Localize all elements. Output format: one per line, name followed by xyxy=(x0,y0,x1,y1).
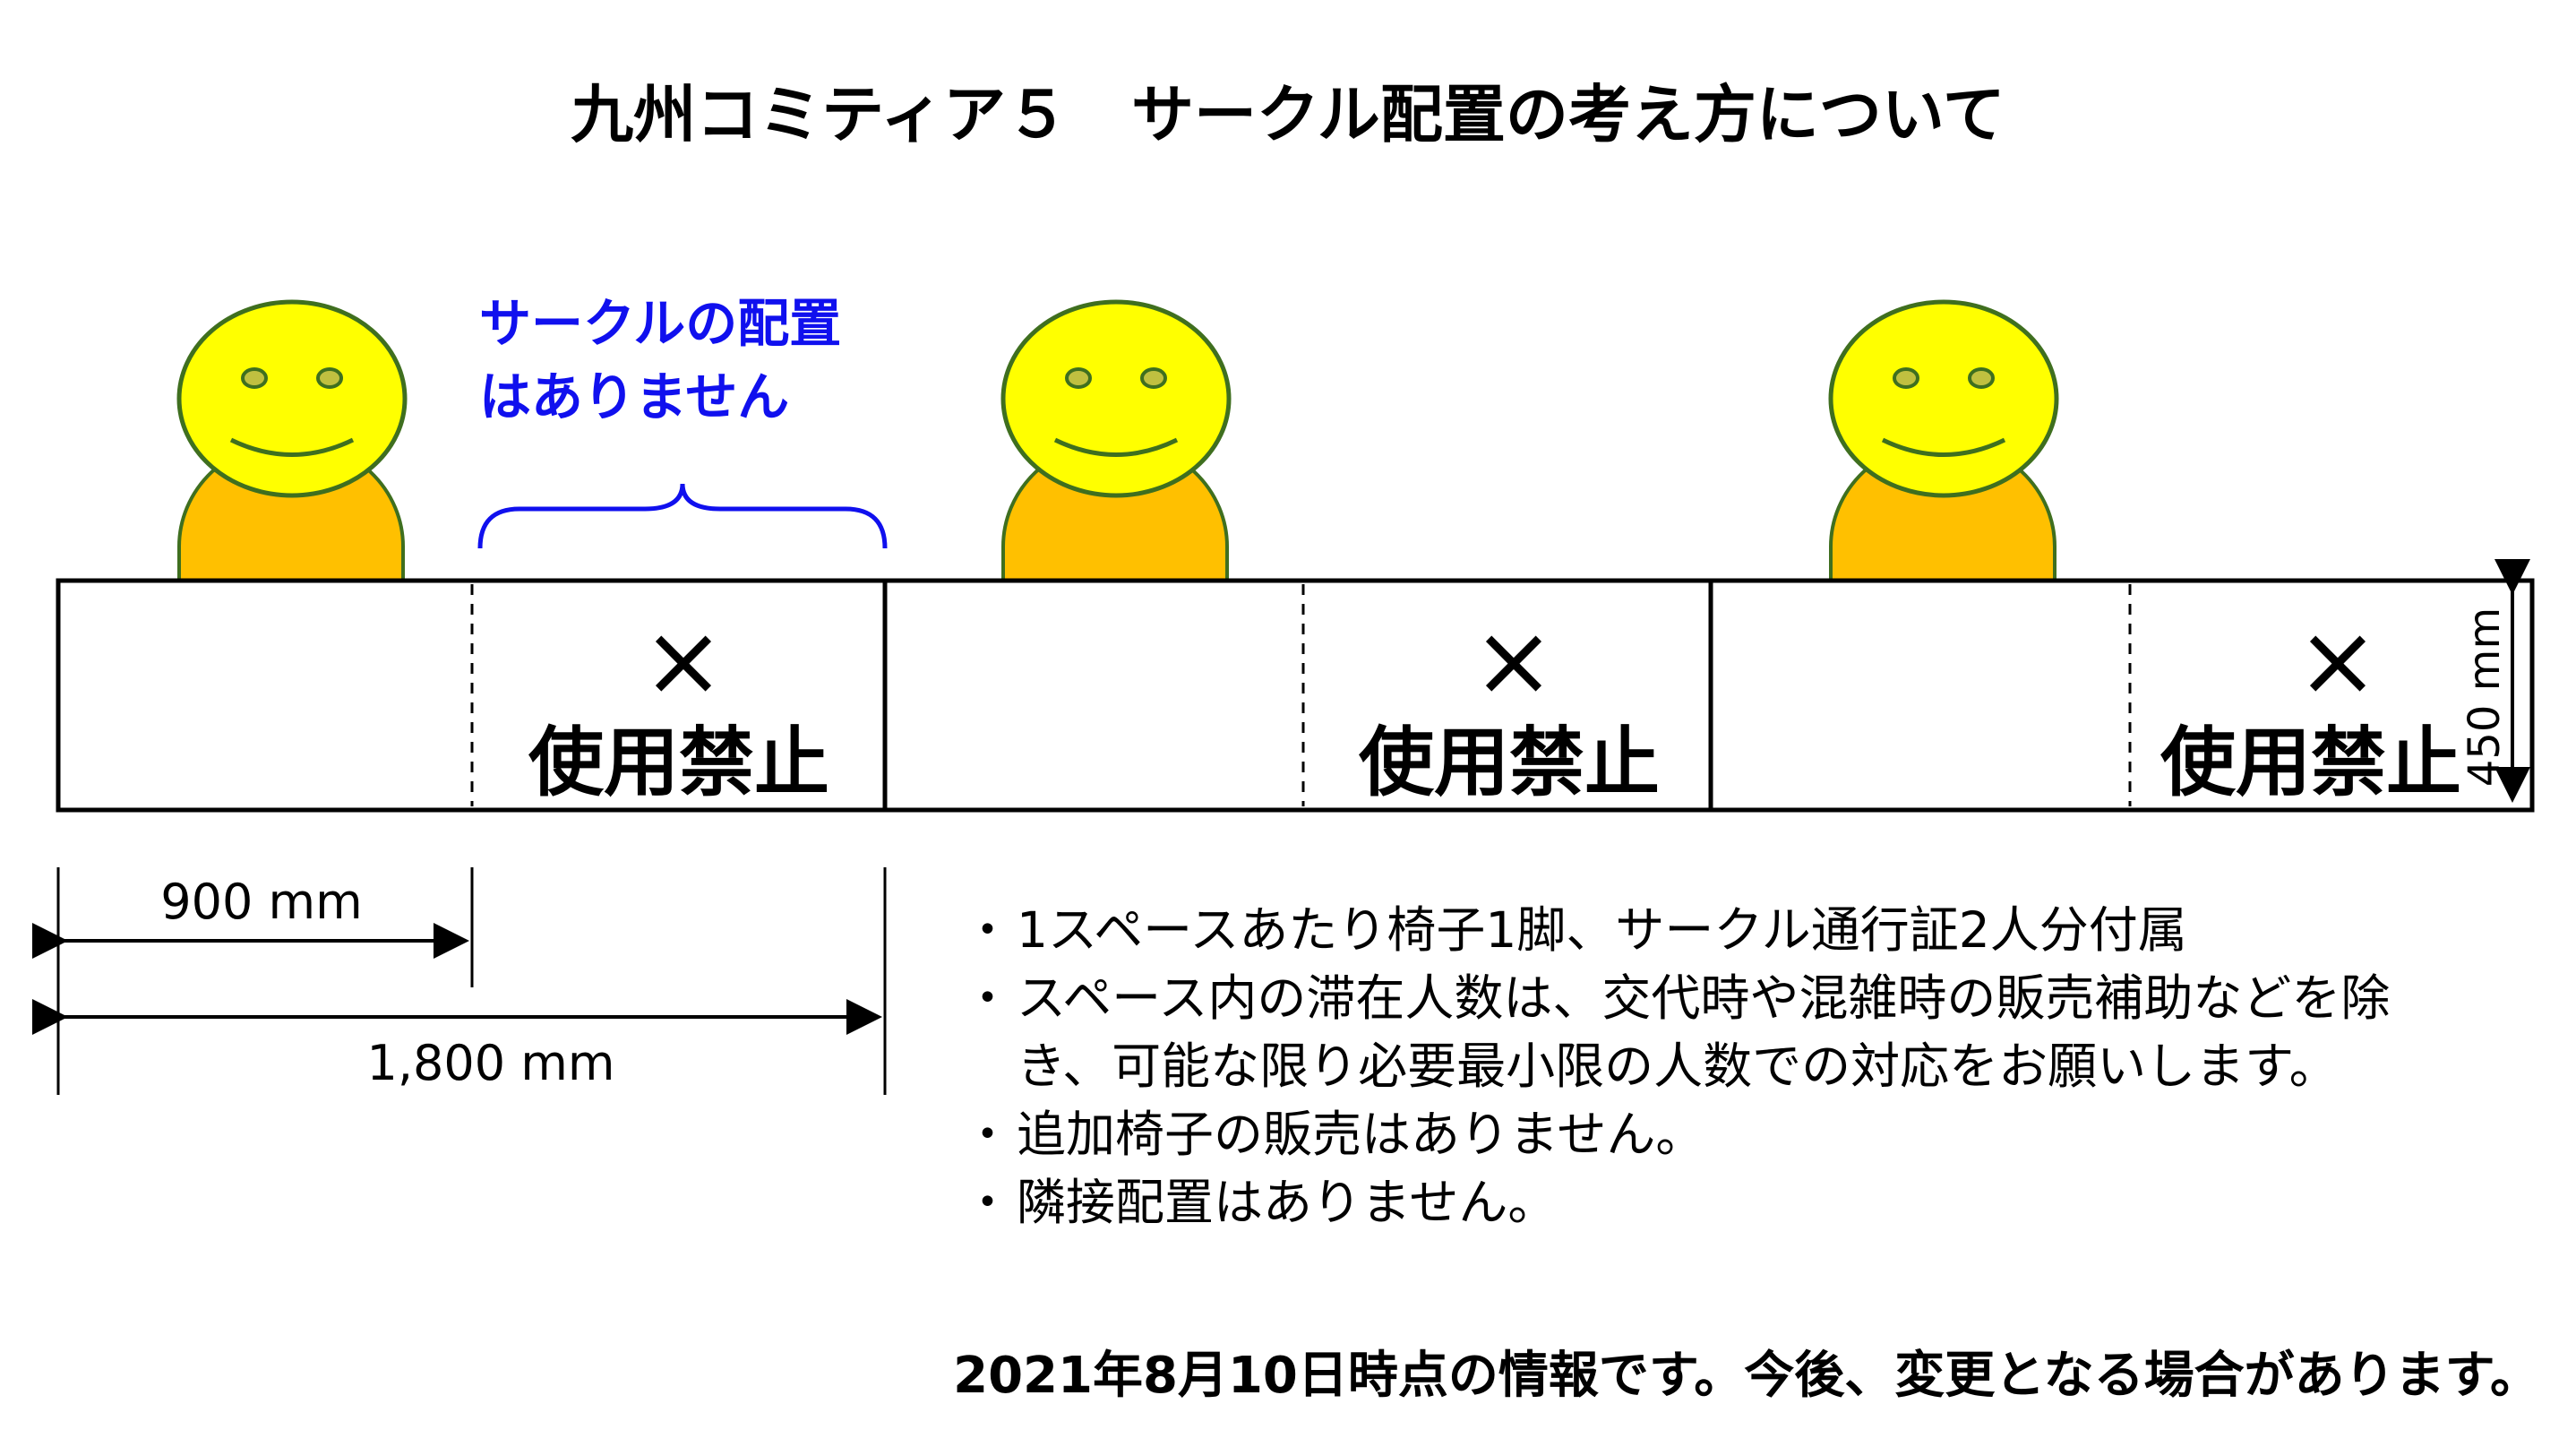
table-row-strip xyxy=(56,578,2535,813)
smiley-face-icon xyxy=(1828,299,2059,498)
table-outline xyxy=(56,578,2535,813)
person-3 xyxy=(1828,299,2059,582)
depth-label: 450 mm xyxy=(2460,607,2510,787)
list-item-continuation: き、可能な限り必要最小限の人数での対応をお願いします。 xyxy=(963,1032,2390,1100)
cross-mark-icon: × xyxy=(1473,603,1555,718)
page-title: 九州コミティア５ サークル配置の考え方について xyxy=(571,78,2005,151)
person-2 xyxy=(1000,299,1232,582)
prohibited-label: 使用禁止 xyxy=(1359,719,1660,806)
prohibited-zone-1: × 使用禁止 xyxy=(528,603,829,806)
list-item: 隣接配置はありません。 xyxy=(963,1168,2390,1236)
list-item: スペース内の滞在人数は、交代時や混雑時の販売補助などを除 xyxy=(963,964,2390,1032)
note-line: はありません xyxy=(479,366,790,427)
width-dimensions: 900 mm 1,800 mm xyxy=(32,867,887,1095)
depth-dimension: 450 mm xyxy=(2460,559,2530,803)
person-1 xyxy=(176,299,408,582)
half-width-label: 900 mm xyxy=(160,874,362,930)
cross-mark-icon: × xyxy=(642,603,725,718)
info-list: 1スペースあたり椅子1脚、サークル通行証2人分付属 スペース内の滞在人数は、交代… xyxy=(963,896,2390,1236)
prohibited-zone-3: × 使用禁止 xyxy=(2160,603,2461,806)
circle-placement-note: サークルの配置 はありません xyxy=(479,287,841,434)
smiley-face-icon xyxy=(1000,299,1232,498)
footer-note: 2021年8月10日時点の情報です。今後、変更となる場合があります。 xyxy=(953,1347,2540,1405)
note-line: サークルの配置 xyxy=(479,293,842,354)
prohibited-label: 使用禁止 xyxy=(2160,719,2461,806)
list-item-text: き、可能な限り必要最小限の人数での対応をお願いします。 xyxy=(1017,1038,2339,1095)
list-item: 追加椅子の販売はありません。 xyxy=(963,1100,2390,1168)
brace-icon xyxy=(477,483,888,549)
cross-mark-icon: × xyxy=(2297,603,2379,718)
prohibited-zone-2: × 使用禁止 xyxy=(1359,603,1660,806)
smiley-face-icon xyxy=(176,299,408,498)
prohibited-label: 使用禁止 xyxy=(528,719,829,806)
list-item: 1スペースあたり椅子1脚、サークル通行証2人分付属 xyxy=(963,896,2390,964)
full-width-label: 1,800 mm xyxy=(367,1035,615,1091)
